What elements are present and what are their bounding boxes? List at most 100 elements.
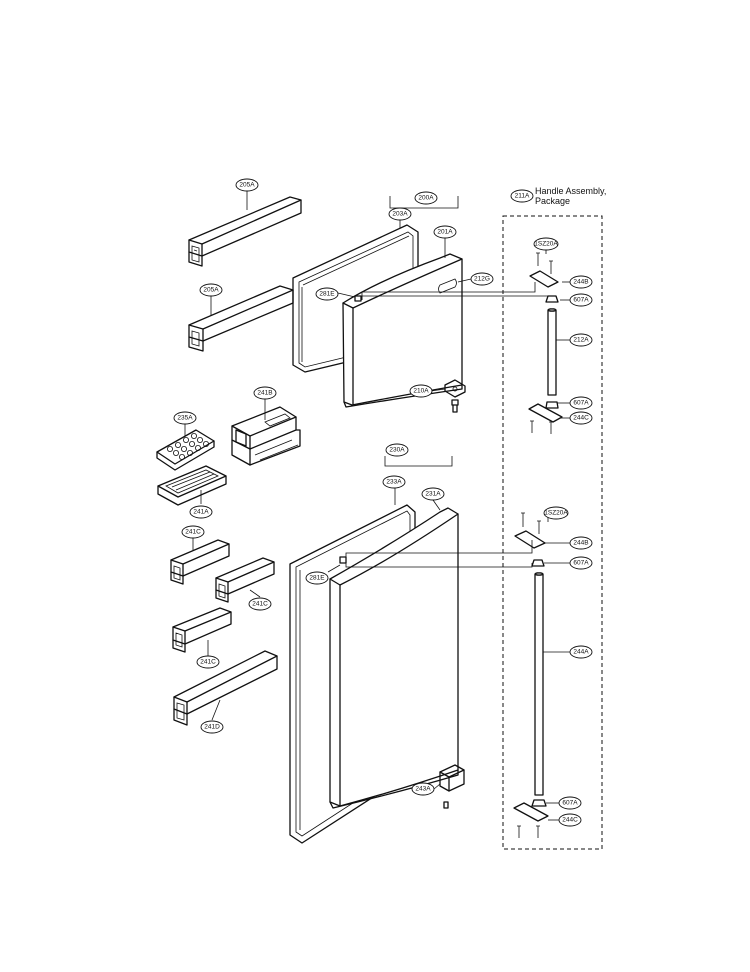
tag-241b: 241B (253, 386, 277, 400)
svg-text:281E: 281E (319, 291, 335, 298)
tag-244c-bottom: 244C (558, 813, 582, 827)
ice-storage-241a (157, 465, 227, 506)
tag-211a: 211A (510, 189, 534, 203)
svg-text:241C: 241C (200, 659, 216, 666)
tag-244a: 244A (569, 645, 593, 659)
tag-233a: 233A (382, 475, 406, 489)
tag-201a: 201A (433, 225, 457, 239)
tag-281e-top: 281E (315, 287, 339, 301)
tag-241c-1: 241C (181, 525, 205, 539)
handle-cap-607a-4 (531, 799, 547, 807)
tag-1sz20a-bottom: 1SZ20A (543, 506, 569, 520)
handle-bracket-244b-bottom (514, 530, 546, 549)
tag-200a: 200A (414, 191, 438, 205)
tag-203a: 203A (388, 207, 412, 221)
svg-text:205A: 205A (203, 287, 219, 294)
tag-241c-3: 241C (196, 655, 220, 669)
svg-text:235A: 235A (177, 415, 193, 422)
door-basket-205a-top (188, 196, 302, 267)
tag-205a-bottom: 205A (199, 283, 223, 297)
handle-bracket-244c-top (528, 403, 563, 423)
svg-text:241D: 241D (204, 724, 220, 731)
handle-screws-bottom-lower (517, 825, 540, 838)
tag-241d: 241D (200, 720, 224, 734)
tag-607a-4: 607A (558, 796, 582, 810)
tag-607a-1: 607A (569, 293, 593, 307)
svg-text:241C: 241C (252, 601, 268, 608)
handle-bracket-244b-top (529, 270, 559, 288)
svg-text:200A: 200A (418, 195, 434, 202)
handle-bracket-244c-bottom (513, 802, 549, 822)
tag-244b-top: 244B (569, 275, 593, 289)
tag-244c-top: 244C (569, 411, 593, 425)
svg-text:241B: 241B (257, 390, 272, 397)
svg-text:607A: 607A (573, 297, 589, 304)
handle-cap-607a-2 (545, 401, 559, 409)
tag-241c-2: 241C (248, 597, 272, 611)
refrigerator-door-231a (329, 507, 459, 809)
svg-text:244A: 244A (573, 649, 589, 656)
handle-bar-212a (547, 308, 557, 396)
handle-assembly-title-line2: Package (535, 196, 570, 206)
svg-text:203A: 203A (392, 211, 408, 218)
svg-text:1SZ20A: 1SZ20A (544, 510, 568, 517)
svg-text:244B: 244B (573, 279, 588, 286)
handle-assembly-box (502, 215, 603, 850)
svg-text:212G: 212G (474, 276, 490, 283)
door-bin-241c-2 (215, 557, 275, 603)
handle-screws-top-lower (530, 420, 553, 434)
tag-230a: 230A (385, 443, 409, 457)
tag-607a-3: 607A (569, 556, 593, 570)
handle-bar-244a (534, 572, 544, 796)
handle-screw-top (536, 252, 553, 274)
svg-text:233A: 233A (386, 479, 402, 486)
svg-text:244C: 244C (573, 415, 589, 422)
tag-212g: 212G (470, 272, 494, 286)
tag-607a-2: 607A (569, 396, 593, 410)
tag-231a: 231A (421, 487, 445, 501)
center-hinge-243a (439, 764, 465, 809)
tag-212a: 212A (569, 333, 593, 347)
freezer-door-201a (342, 253, 463, 408)
tag-210a: 210A (409, 384, 433, 398)
label-tags: 205A 205A 200A 203A 201A 212G 281E 210A … (173, 178, 606, 827)
svg-text:210A: 210A (413, 388, 429, 395)
door-bin-241c-3 (172, 607, 232, 653)
door-basket-205a-bottom (188, 285, 294, 352)
handle-assembly-title-line1: Handle Assembly, (535, 186, 606, 196)
svg-text:205A: 205A (239, 182, 255, 189)
svg-text:607A: 607A (573, 400, 589, 407)
ice-bin-241b (231, 406, 301, 466)
handle-cap-607a-1 (545, 295, 559, 303)
cap-281e-top (354, 295, 362, 302)
tag-243a: 243A (411, 782, 435, 796)
svg-text:230A: 230A (389, 447, 405, 454)
handle-cap-607a-3 (531, 559, 545, 567)
svg-text:212A: 212A (573, 337, 589, 344)
tag-1sz20a-top: 1SZ20A (533, 237, 559, 251)
svg-text:607A: 607A (562, 800, 578, 807)
svg-text:201A: 201A (437, 229, 453, 236)
svg-text:241C: 241C (185, 529, 201, 536)
handle-screw-bottom (521, 512, 541, 534)
svg-text:1SZ20A: 1SZ20A (534, 241, 558, 248)
svg-text:231A: 231A (425, 491, 441, 498)
door-bin-241c-1 (170, 539, 230, 585)
svg-text:607A: 607A (573, 560, 589, 567)
door-basket-241d (173, 650, 278, 726)
svg-text:211A: 211A (515, 193, 530, 200)
svg-text:243A: 243A (415, 786, 431, 793)
freezer-door-hinge-210a (444, 379, 466, 413)
tag-205a-top: 205A (235, 178, 259, 192)
svg-text:281E: 281E (309, 575, 325, 582)
tag-244b-bottom: 244B (569, 536, 593, 550)
tag-241a: 241A (189, 505, 213, 519)
ice-tray-235a (156, 429, 215, 471)
svg-text:241A: 241A (193, 509, 209, 516)
cap-281e-bottom (339, 556, 347, 564)
svg-text:244C: 244C (562, 817, 578, 824)
svg-text:244B: 244B (573, 540, 588, 547)
tag-281e-bottom: 281E (305, 571, 329, 585)
leader-lines (184, 191, 570, 821)
